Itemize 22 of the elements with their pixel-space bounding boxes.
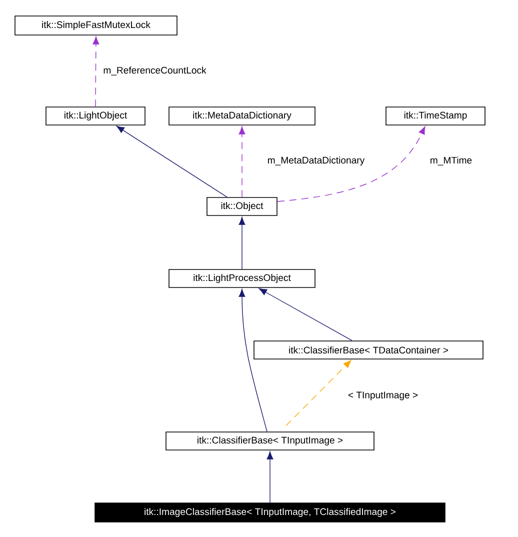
edge-label: m_MetaDataDictionary: [266, 156, 366, 166]
edge-label: m_MTime: [428, 156, 474, 166]
edge-label: < TInputImage >: [346, 390, 420, 402]
class-box: itk::SimpleFastMutexLock: [14, 16, 178, 36]
arrow: [116, 126, 228, 198]
class-box: itk::MetaDataDictionary: [168, 106, 316, 126]
class-box: itk::ClassifierBase< TDataContainer >: [254, 340, 484, 360]
arrow: [266, 451, 274, 503]
arrow: [238, 216, 246, 270]
arrow: [286, 360, 352, 426]
arrow: [258, 288, 352, 341]
class-box: itk::LightObject: [46, 106, 146, 126]
class-box: itk::Object: [206, 197, 278, 216]
arrow: [277, 126, 426, 202]
class-box: itk::LightProcessObject: [168, 269, 316, 288]
class-box: itk::TimeStamp: [386, 106, 486, 126]
edge-label: m_ReferenceCountLock: [102, 66, 208, 76]
arrow: [238, 288, 268, 432]
arrow: [92, 36, 100, 107]
class-box: itk::ClassifierBase< TInputImage >: [166, 432, 374, 450]
class-box: itk::ImageClassifierBase< TInputImage, TClassifiedImage >: [94, 502, 446, 522]
arrow: [238, 126, 246, 198]
